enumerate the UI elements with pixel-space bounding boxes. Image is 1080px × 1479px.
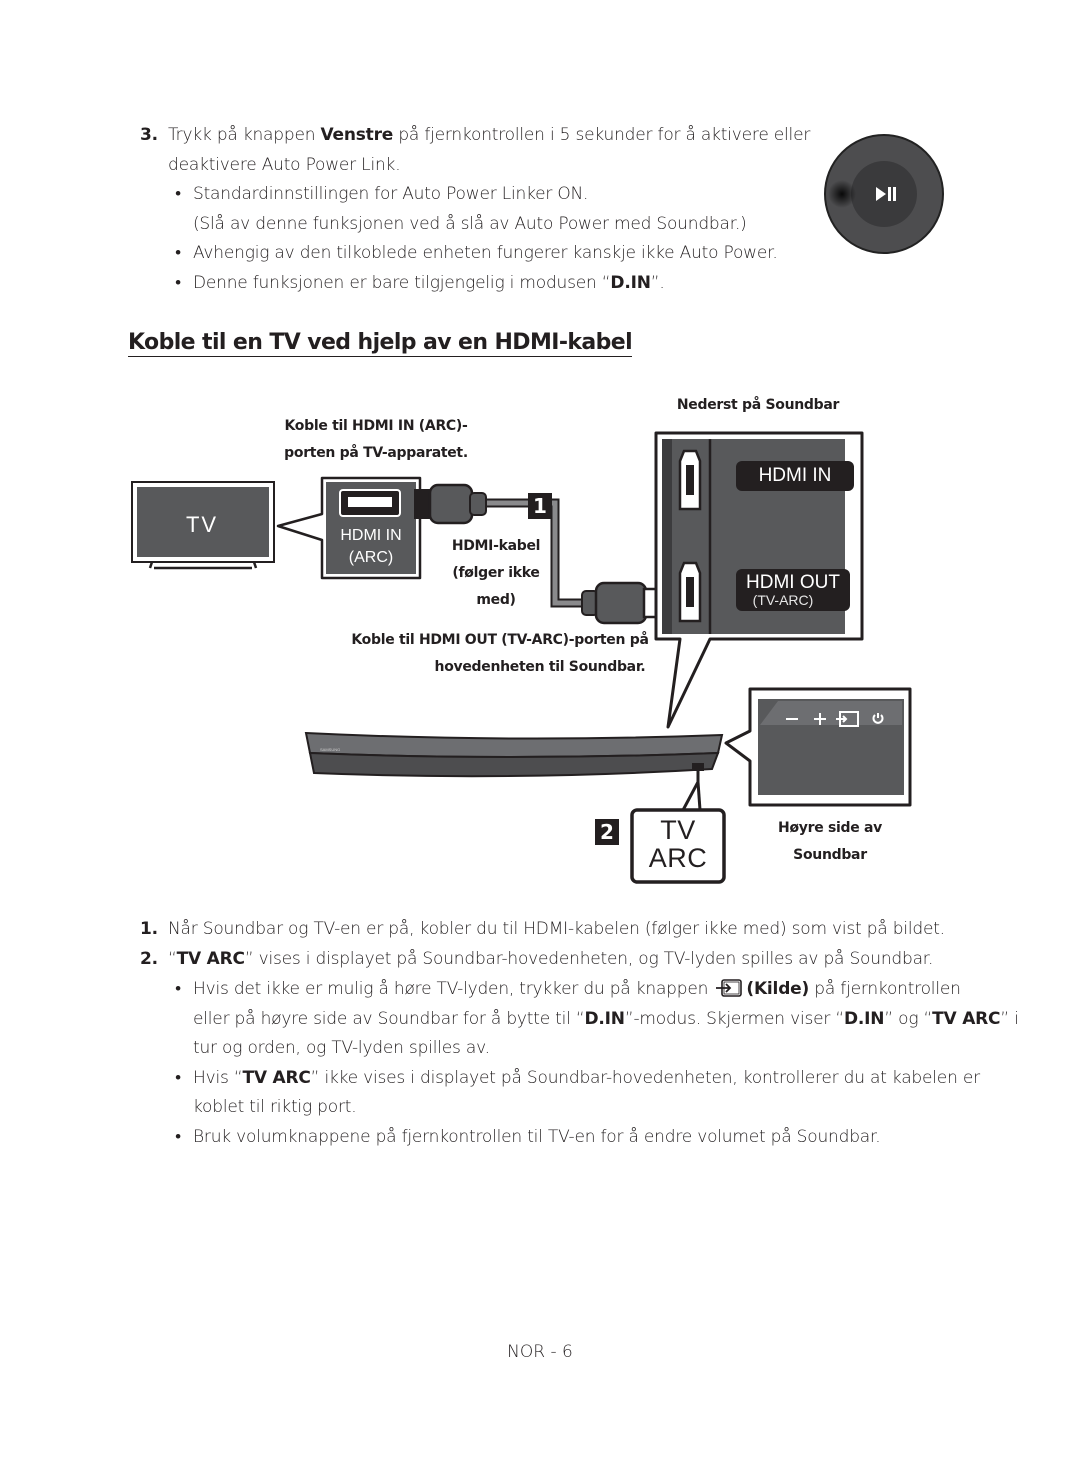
step-2-text: “TV ARC” vises i displayet på Soundbar-h…	[168, 945, 933, 975]
tv-label: TV	[185, 512, 219, 537]
text-span: Hvis “	[193, 1068, 243, 1088]
bullet-source-tail: på fjernkontrollen	[809, 979, 961, 999]
tv-arc-term: TV ARC	[932, 1009, 1001, 1029]
din-mode-name: D.IN	[610, 273, 651, 293]
bullet-din-lead: Denne funksjonen er bare tilgjengelig i …	[193, 273, 611, 293]
bullet-default-setting: Standardinnstillingen for Auto Power Lin…	[193, 184, 589, 204]
soundbar-hdmi-in-port	[678, 449, 702, 511]
label-bottom-of-soundbar: Nederst på Soundbar	[676, 397, 840, 413]
venstre-button-name: Venstre	[320, 125, 394, 145]
text-span: eller på høyre side av Soundbar for å by…	[193, 1009, 585, 1029]
soundbar-display	[692, 763, 704, 771]
bullet-source-line1: Hvis det ikke er mulig å høre TV-lyden, …	[193, 975, 961, 1009]
tv-hdmi-in-label: HDMI IN (ARC)	[326, 525, 416, 569]
soundbar-brand-text: SAMSUNG	[320, 747, 340, 752]
bullet-dot: •	[175, 1127, 181, 1147]
step-3-lead: Trykk på knappen	[168, 125, 321, 145]
bullet-volume: Bruk volumknappene på fjernkontrollen ti…	[193, 1127, 881, 1147]
step-number: 2.	[140, 949, 158, 969]
cable-label-line2: (følger ikke	[452, 565, 540, 581]
source-input-icon	[715, 978, 743, 1009]
hdmi-cable-illustration	[414, 483, 666, 625]
bullet-dot: •	[175, 243, 181, 263]
kilde-button-name: (Kilde)	[746, 979, 810, 999]
text-span: ” og “	[884, 1009, 933, 1029]
remote-navigation-illustration	[824, 134, 944, 254]
soundbar-hdmi-out-sub: (TV-ARC)	[752, 592, 814, 608]
soundbar-bottom-panel	[654, 431, 864, 729]
bullet-din-mode: Denne funksjonen er bare tilgjengelig i …	[193, 269, 665, 299]
source-button-icon	[836, 711, 859, 727]
din-term: D.IN	[584, 1009, 626, 1029]
display-callout	[630, 781, 726, 884]
step-badge-2: 2	[595, 819, 619, 845]
text-span: ” ikke vises i displayet på Soundbar-hov…	[310, 1068, 980, 1088]
bullet-check-cable-line2: koblet til riktig port.	[193, 1097, 357, 1117]
volume-up-icon	[814, 713, 826, 725]
bullet-source-lead: Hvis det ikke er mulig å høre TV-lyden, …	[193, 979, 714, 999]
bullet-check-cable: Hvis “TV ARC” ikke vises i displayet på …	[193, 1064, 980, 1094]
bullet-dot: •	[175, 979, 181, 999]
side-buttons	[786, 711, 884, 727]
bullet-device-dependency: Avhengig av den tilkoblede enheten funge…	[193, 243, 778, 263]
soundbar-hdmi-in-label: HDMI IN	[758, 465, 832, 486]
bullet-source-line3: tur og orden, og TV-lyden spilles av.	[193, 1038, 490, 1058]
display-line1: TV	[660, 815, 696, 845]
bullet-dot: •	[175, 273, 181, 293]
tv-port-line2: (ARC)	[348, 549, 394, 566]
tv-illustration	[131, 481, 275, 570]
right-side-label-line2: Soundbar	[793, 847, 867, 863]
label-tv-port-line2: porten på TV-apparatet.	[284, 445, 468, 461]
label-out-line1: Koble til HDMI OUT (TV-ARC)-porten på	[351, 632, 649, 648]
tv-arc-display-text: TV ARC	[632, 816, 724, 872]
page-number: NOR - 6	[507, 1342, 573, 1362]
power-icon	[872, 713, 884, 724]
cable-label-line3: med)	[476, 592, 516, 608]
section-heading: Koble til en TV ved hjelp av en HDMI-kab…	[128, 330, 633, 357]
bullet-dot: •	[175, 1068, 181, 1088]
left-press-highlight	[828, 180, 856, 208]
bullet-default-sub: (Slå av denne funksjonen ved å slå av Au…	[193, 214, 747, 234]
step-2-tail: ” vises i displayet på Soundbar-hovedenh…	[244, 949, 934, 969]
quote: “	[168, 949, 177, 969]
label-out-line2: hovedenheten til Soundbar.	[434, 659, 646, 675]
connection-diagram: Nederst på Soundbar Koble til HDMI IN (A…	[131, 397, 912, 884]
step-3-line2: deaktivere Auto Power Link.	[168, 155, 401, 175]
play-pause-icon	[876, 187, 896, 201]
bullet-dot: •	[175, 184, 181, 204]
tv-port-line1: HDMI IN	[340, 527, 402, 544]
din-term: D.IN	[843, 1009, 885, 1029]
step-3-tail: på fjernkontrollen i 5 sekunder for å ak…	[393, 125, 811, 145]
soundbar-hdmi-out-port	[678, 561, 702, 623]
tv-arc-term: TV ARC	[176, 949, 245, 969]
step-3-line1: Trykk på knappen Venstre på fjernkontrol…	[168, 121, 810, 151]
step-1-text: Når Soundbar og TV-en er på, kobler du t…	[168, 919, 945, 939]
step-number: 3.	[140, 125, 158, 145]
bullet-din-tail: ”.	[650, 273, 665, 293]
soundbar-right-side-panel	[724, 687, 912, 807]
step-number: 1.	[140, 919, 158, 939]
cable-label-line1: HDMI-kabel	[451, 538, 541, 554]
soundbar-main-unit: SAMSUNG	[304, 731, 724, 783]
bullet-source-line2: eller på høyre side av Soundbar for å by…	[193, 1005, 1019, 1035]
label-tv-port-line1: Koble til HDMI IN (ARC)-	[284, 418, 468, 434]
soundbar-hdmi-out-label: HDMI OUT	[746, 572, 840, 593]
right-side-label-line1: Høyre side av	[778, 820, 882, 836]
tv-arc-term: TV ARC	[242, 1068, 311, 1088]
text-span: ” i	[1000, 1009, 1019, 1029]
step-badge-1: 1	[528, 493, 552, 519]
display-line2: ARC	[648, 843, 708, 873]
tv-port-callout	[276, 476, 422, 580]
text-span: ”-modus. Skjermen viser “	[624, 1009, 844, 1029]
